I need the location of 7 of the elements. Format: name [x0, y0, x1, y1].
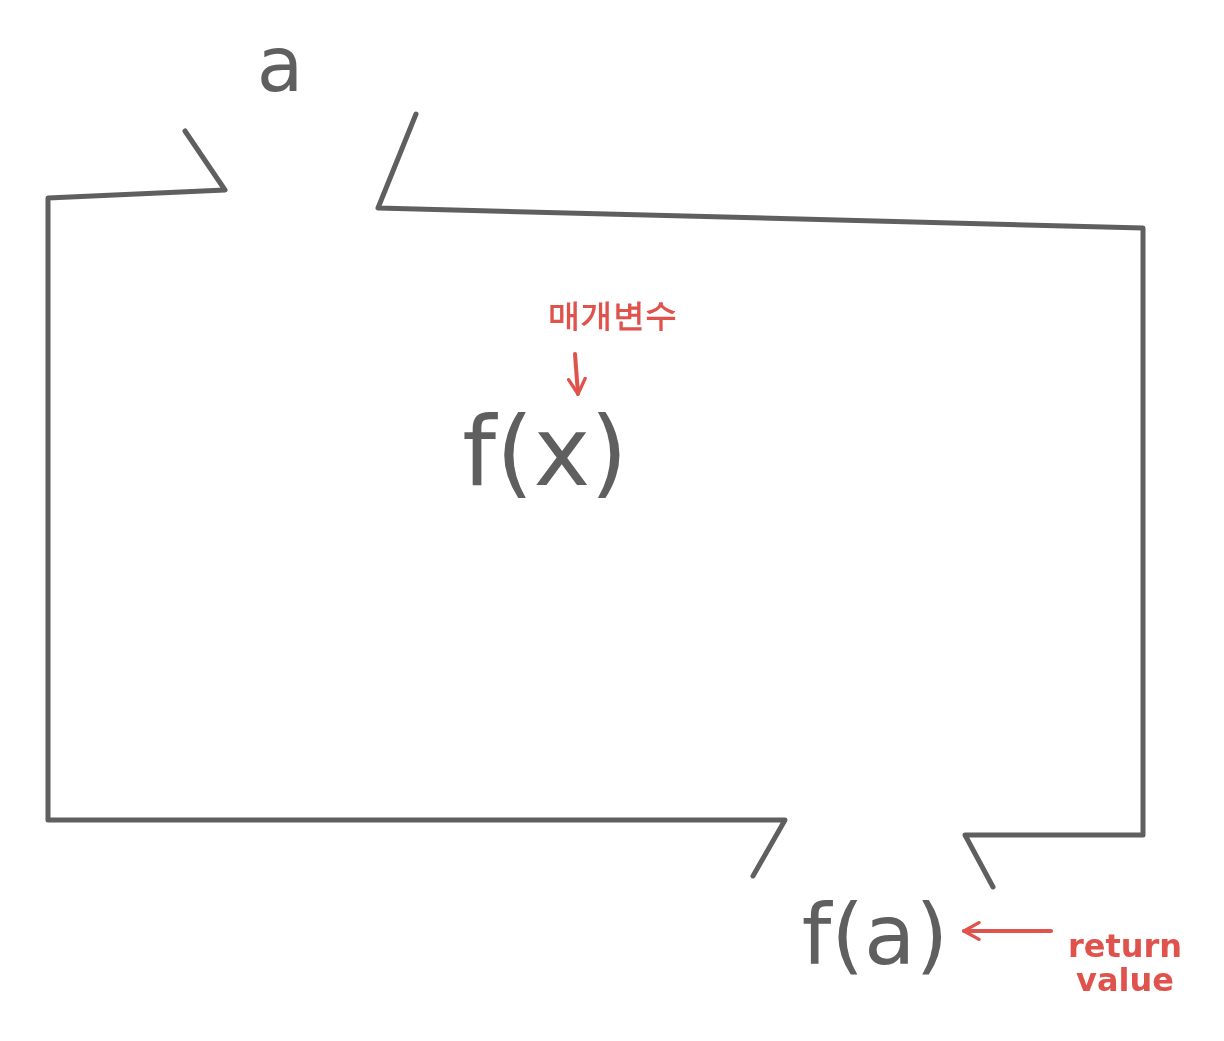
- parameter-label: 매개변수: [530, 292, 695, 340]
- input-letter: a: [240, 20, 320, 110]
- function-expression: f(x): [445, 392, 645, 512]
- arrow: [962, 921, 1053, 941]
- return-value-label: return value: [1055, 918, 1195, 1010]
- output-expression: f(a): [790, 885, 960, 985]
- arrow: [566, 352, 587, 396]
